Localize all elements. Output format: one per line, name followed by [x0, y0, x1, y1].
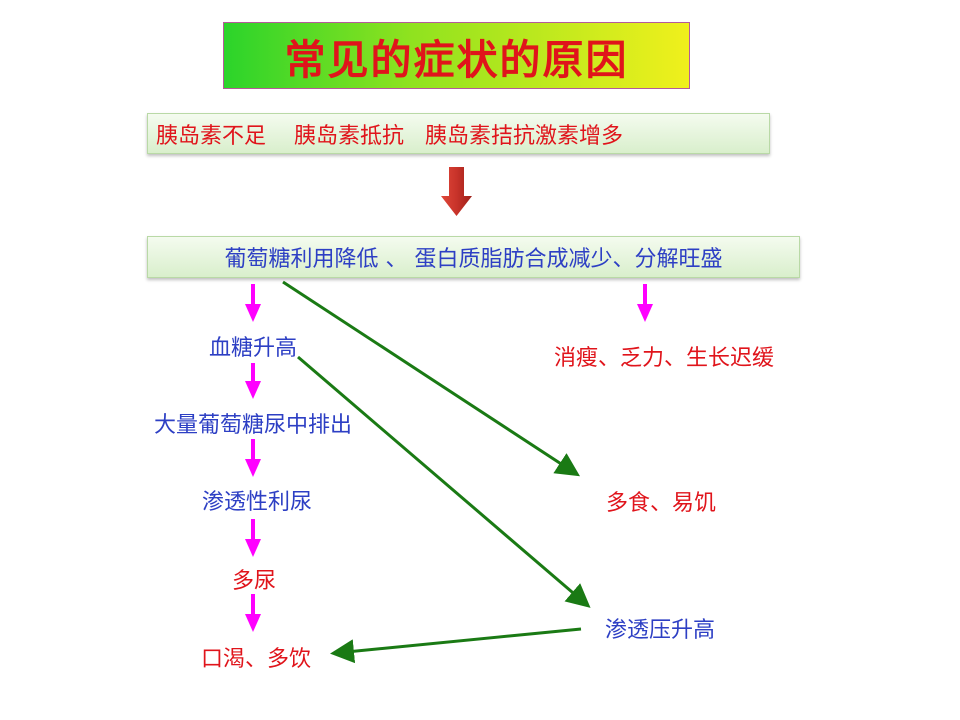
node-polyuria: 多尿: [231, 569, 277, 594]
node-glycosuria: 大量葡萄糖尿中排出: [153, 413, 353, 438]
node-osmotic-pressure: 渗透压升高: [604, 618, 716, 643]
diagram-title: 常见的症状的原因: [284, 35, 629, 84]
arrow-glycosuria-to-diuresis: [245, 439, 261, 477]
effects-box: 葡萄糖利用降低 、 蛋白质脂肪合成减少、分解旺盛: [147, 236, 800, 278]
arrow-effects-to-wasting: [637, 284, 653, 322]
causes-box: 胰岛素不足 胰岛素抵抗 胰岛素拮抗激素增多: [147, 113, 770, 154]
node-thirst: 口渴、多饮: [200, 647, 312, 672]
title-box: 常见的症状的原因: [223, 22, 690, 89]
magenta-arrows: [245, 284, 653, 632]
arrow-osmotic-pressure-to-thirst: [330, 627, 582, 664]
arrow-diuresis-to-polyuria: [245, 519, 261, 557]
arrow-polyuria-to-thirst: [245, 594, 261, 632]
green-arrows: [282, 280, 591, 664]
arrow-blood-sugar-to-glycosuria: [245, 363, 261, 399]
node-wasting: 消瘦、乏力、生长迟缓: [553, 346, 775, 371]
arrow-effects-to-polyphagia: [282, 280, 581, 477]
arrow-blood-sugar-to-osmotic-pressure: [297, 355, 591, 608]
node-osmotic-diuresis: 渗透性利尿: [201, 490, 313, 515]
node-polyphagia: 多食、易饥: [605, 491, 717, 516]
arrow-effects-to-blood-sugar: [245, 284, 261, 322]
node-blood-sugar: 血糖升高: [208, 336, 298, 361]
red-down-arrow: [441, 167, 472, 216]
